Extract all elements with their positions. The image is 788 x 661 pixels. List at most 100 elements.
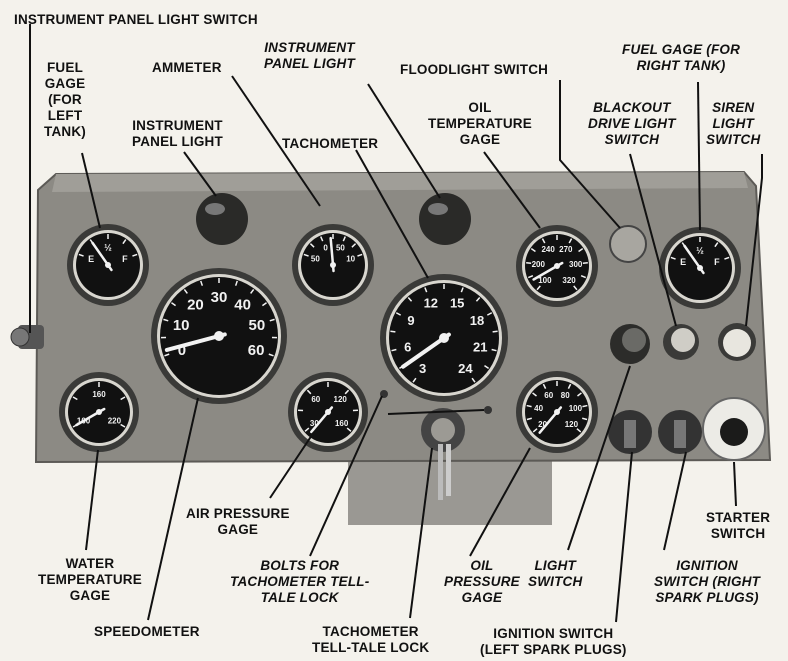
leader-panel-light-top (367, 83, 441, 199)
blackout-drive-light-switch-knob (663, 324, 699, 360)
water-temperature-gage-dial-label: 220 (108, 417, 122, 426)
ammeter-tick (351, 243, 357, 248)
floodlight-switch-knob (609, 225, 647, 263)
ammeter-tick (342, 236, 346, 242)
oil-pressure-gage-tick (532, 428, 538, 433)
ammeter-dial-label: 50 (336, 244, 345, 253)
fuel-gage-right-dial-label: ½ (696, 245, 704, 255)
leader-floodlight (559, 80, 621, 229)
label-tachometer-tell-tale-lock: TACHOMETER TELL-TALE LOCK (312, 624, 430, 655)
leader-panel-light-left (183, 151, 217, 197)
fuel-gage-right-tick (670, 256, 676, 260)
tachometer-tell-tale-lock (421, 408, 465, 500)
label-light-switch: LIGHT SWITCH (528, 558, 583, 589)
fuel-gage-right-dial-label: E (680, 257, 686, 267)
label-water-temperature-gage: WATER TEMPERATURE GAGE (38, 556, 142, 603)
ammeter-dial-label: 0 (323, 244, 328, 253)
label-instrument-panel-light-switch: INSTRUMENT PANEL LIGHT SWITCH (14, 12, 258, 27)
leader-fuel-left (81, 152, 101, 229)
siren-light-switch-knob (718, 323, 756, 361)
label-air-pressure-gage: AIR PRESSURE GAGE (186, 506, 290, 537)
speedometer-dial-label: 30 (211, 289, 228, 306)
label-ignition-switch-right: IGNITION SWITCH (RIGHT SPARK PLUGS) (654, 558, 761, 605)
fuel-gage-left-dial-label: ½ (104, 242, 112, 252)
tachometer-tick (424, 287, 428, 293)
oil-temperature-gage-tick (541, 238, 546, 244)
tachometer-tick (412, 377, 417, 383)
speedometer-dial-label: 20 (187, 297, 204, 314)
air-pressure-gage-tick (304, 427, 310, 432)
air-pressure-gage-dial-label: 160 (335, 419, 349, 428)
ammeter-tick (303, 253, 309, 257)
tachometer-hub (439, 333, 449, 343)
instrument-panel-light-left-lamp (196, 193, 248, 245)
tell-tale-lock-bolt-right (484, 406, 492, 414)
starter-switch-button (702, 397, 766, 461)
fuel-gage-left-dial-label: F (122, 254, 128, 264)
leader-fuel-right (697, 81, 701, 231)
tachometer-dial-label: 21 (473, 339, 487, 354)
fuel-gage-left-tick (122, 239, 127, 245)
tachometer-tick (390, 330, 396, 333)
speedometer-tick (183, 289, 188, 294)
label-fuel-gage-right: FUEL GAGE (FOR RIGHT TANK) (622, 42, 741, 73)
ignition-switch-left (608, 410, 652, 454)
label-ammeter: AMMETER (152, 60, 222, 75)
oil-temperature-gage-dial-label: 200 (532, 260, 546, 269)
oil-temperature-gage-dial-label: 320 (562, 276, 576, 285)
oil-temperature-gage-tick (526, 262, 532, 265)
oil-pressure-gage-dial-label: 40 (534, 404, 543, 413)
ammeter-tick (320, 236, 324, 242)
leader-light-switch (567, 365, 631, 551)
label-ignition-switch-left-spark-plugs: IGNITION SWITCH (LEFT SPARK PLUGS) (480, 626, 627, 657)
leader-tachometer (355, 149, 429, 279)
oil-pressure-gage-dial-label: 80 (561, 391, 570, 400)
oil-pressure-gage-dial-label: 60 (544, 391, 553, 400)
water-temperature-gage-dial-label: 160 (92, 390, 106, 399)
speedometer-dial-label: 60 (248, 342, 265, 359)
speedometer-dial-label: 40 (234, 297, 251, 314)
oil-temperature-gage-tick (578, 248, 584, 253)
oil-pressure-gage-tick (577, 392, 582, 397)
fuel-gage-left-tick (78, 253, 84, 257)
tachometer-dial-label: 6 (404, 339, 411, 354)
label-speedometer: SPEEDOMETER (94, 624, 200, 639)
water-temperature-gage-hub (96, 409, 102, 415)
oil-pressure-gage-dial-label: 120 (565, 420, 579, 429)
tachometer-dial-label: 24 (458, 361, 473, 376)
leader-water-temperature (85, 449, 99, 551)
leader-oil-pressure (469, 447, 531, 557)
ammeter-dial-label: 50 (311, 254, 320, 263)
speedometer-dial-label: 10 (173, 317, 190, 334)
fuel-gage-left-tick (132, 253, 138, 257)
oil-temperature-gage-tick (527, 275, 534, 279)
oil-pressure-gage-hub (554, 409, 560, 415)
speedometer-tick (164, 353, 170, 357)
oil-pressure-gage-tick (582, 417, 588, 421)
tachometer-dial-label: 3 (419, 361, 426, 376)
oil-temperature-gage-dial-label: 240 (541, 245, 555, 254)
instrument-panel-light-switch-knob (10, 325, 44, 349)
tachometer-tick (475, 297, 481, 302)
tachometer-tick (491, 348, 497, 352)
oil-pressure-gage-tick (582, 404, 588, 408)
speedometer-dial-label: 50 (248, 317, 265, 334)
fuel-gage-right: E½F (659, 227, 741, 309)
speedometer-hub (214, 331, 224, 341)
air-pressure-gage-dial-label: 60 (311, 395, 320, 404)
leader-air-pressure (269, 431, 315, 499)
tachometer-tick (460, 287, 464, 293)
tachometer-tick (395, 312, 402, 316)
oil-pressure-gage-tick (576, 428, 582, 433)
oil-pressure-gage-tick (567, 383, 572, 389)
instrument-panel-light-right-lamp (419, 193, 471, 245)
leader-lines (29, 24, 763, 623)
speedometer-tick (268, 353, 274, 357)
label-instrument-panel-light-left: INSTRUMENT PANEL LIGHT (132, 118, 223, 149)
oil-pressure-gage-tick (526, 417, 532, 421)
leader-blackout (629, 153, 677, 327)
oil-temperature-gage-dial-label: 300 (569, 260, 583, 269)
